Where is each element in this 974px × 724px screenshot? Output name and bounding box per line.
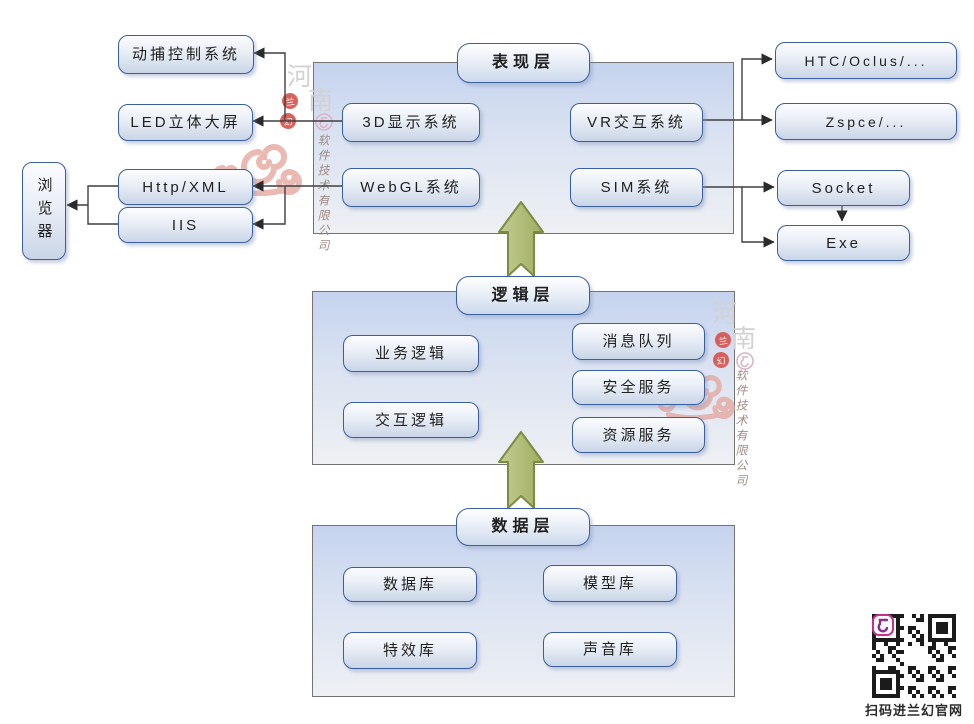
node-socket: Socket xyxy=(777,170,910,206)
node-browser: 浏览器 xyxy=(22,162,66,260)
node-http-xml: Http/XML xyxy=(118,169,253,205)
qr-code-pattern xyxy=(872,614,956,698)
node-interaction-logic: 交互逻辑 xyxy=(343,402,479,438)
node-iis: IIS xyxy=(118,207,253,243)
layer-up-arrow-data-to-logic xyxy=(498,431,544,509)
node-database: 数据库 xyxy=(343,567,477,602)
node-model-library: 模型库 xyxy=(543,565,677,602)
connector-http-iis-bracket xyxy=(87,185,118,225)
data-layer-title: 数据层 xyxy=(456,508,590,546)
node-motion-capture-control-system: 动捕控制系统 xyxy=(118,35,254,74)
qr-code xyxy=(870,612,958,700)
qr-caption: 扫码进兰幻官网 xyxy=(864,703,963,718)
node-3d-display-system: 3D显示系统 xyxy=(342,103,480,142)
connector-sim-to-exe xyxy=(741,187,775,248)
connector-webgl-to-iis xyxy=(252,186,286,230)
qr-center-logo-icon xyxy=(872,614,894,636)
node-sound-library: 声音库 xyxy=(543,632,677,667)
node-effects-library: 特效库 xyxy=(343,632,477,669)
node-led-stereo-screen: LED立体大屏 xyxy=(118,104,253,141)
connector-vr-to-htc xyxy=(741,53,773,120)
presentation-layer-title: 表现层 xyxy=(457,43,590,83)
logic-layer-title: 逻辑层 xyxy=(456,276,590,315)
node-zspace: Zspce/... xyxy=(775,103,957,140)
layer-up-arrow-logic-to-presentation xyxy=(498,201,544,277)
node-resource-service: 资源服务 xyxy=(572,417,705,453)
connector-3d-to-mocap xyxy=(253,47,286,121)
node-exe: Exe xyxy=(777,225,910,261)
node-security-service: 安全服务 xyxy=(572,370,705,405)
node-vr-interaction-system: VR交互系统 xyxy=(570,103,703,142)
node-webgl-system: WebGL系统 xyxy=(342,168,480,207)
node-htc-oculus: HTC/Oclus/... xyxy=(775,42,957,79)
node-business-logic: 业务逻辑 xyxy=(343,335,479,372)
node-message-queue: 消息队列 xyxy=(572,323,705,360)
node-sim-system: SIM系统 xyxy=(570,168,703,207)
